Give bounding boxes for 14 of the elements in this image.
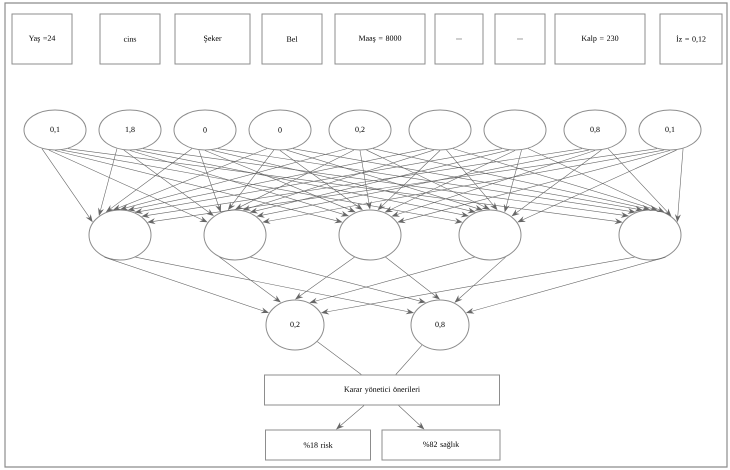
arrow xyxy=(336,405,364,430)
arrow xyxy=(608,148,672,216)
neuron-circle xyxy=(458,210,522,260)
neuron-circle xyxy=(204,210,266,260)
arrow xyxy=(235,150,354,210)
neuron-circle xyxy=(408,110,472,150)
arrow xyxy=(398,405,424,430)
neuron-circle xyxy=(338,210,402,260)
arrow xyxy=(385,256,440,300)
arrow xyxy=(295,256,355,300)
neuron-circle xyxy=(484,110,546,150)
arrow xyxy=(366,150,490,210)
neuron-circle xyxy=(618,210,682,260)
neuron-circle xyxy=(88,210,152,260)
